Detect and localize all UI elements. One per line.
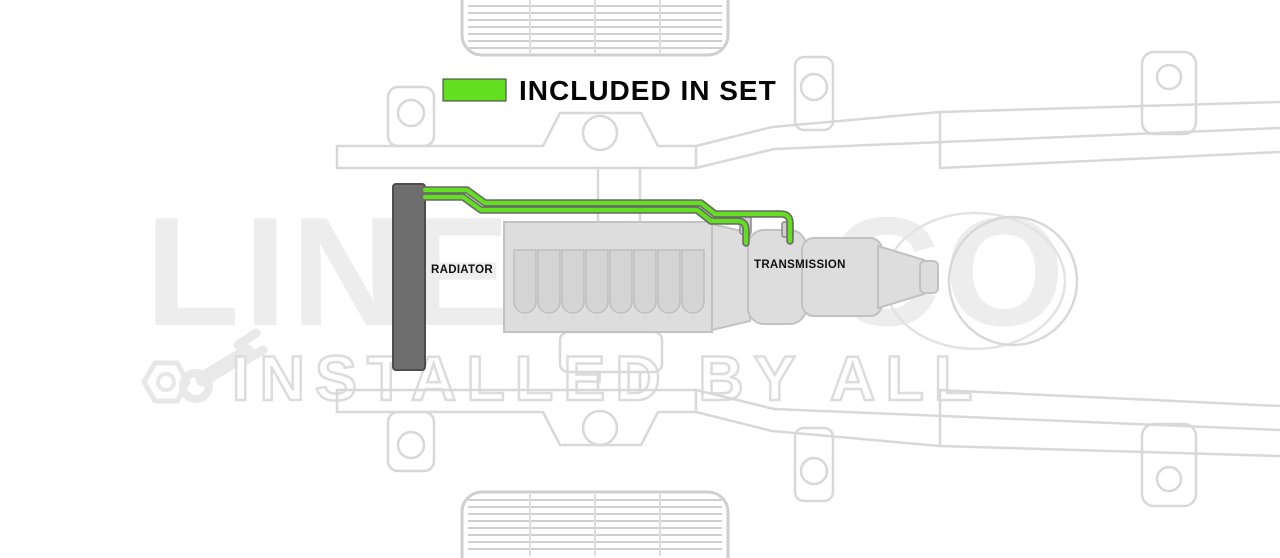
cooler-line-upper: [422, 187, 793, 244]
cooler-lines: [421, 186, 794, 247]
wrench-icon: [179, 328, 268, 403]
radiator-label: RADIATOR: [431, 264, 493, 276]
tire-front: [460, 0, 730, 57]
hex-nut-icon: [141, 360, 191, 404]
watermark: LINE CO INSTALLED BY ALL: [141, 185, 1065, 415]
legend: INCLUDED IN SET: [442, 75, 777, 106]
tire-rear: [460, 490, 730, 558]
engine-cylinders: [513, 249, 705, 314]
legend-swatch: [442, 78, 507, 102]
watermark-tagline: INSTALLED BY ALL: [232, 344, 982, 414]
frame-outline: [335, 50, 1280, 508]
cooler-line-lower: [422, 194, 749, 246]
watermark-brand-left: LINE: [145, 185, 514, 358]
transmission-label: TRANSMISSION: [754, 259, 846, 271]
radiator-shape: [392, 183, 426, 371]
legend-label: INCLUDED IN SET: [519, 75, 777, 106]
engine-block: [503, 221, 713, 333]
